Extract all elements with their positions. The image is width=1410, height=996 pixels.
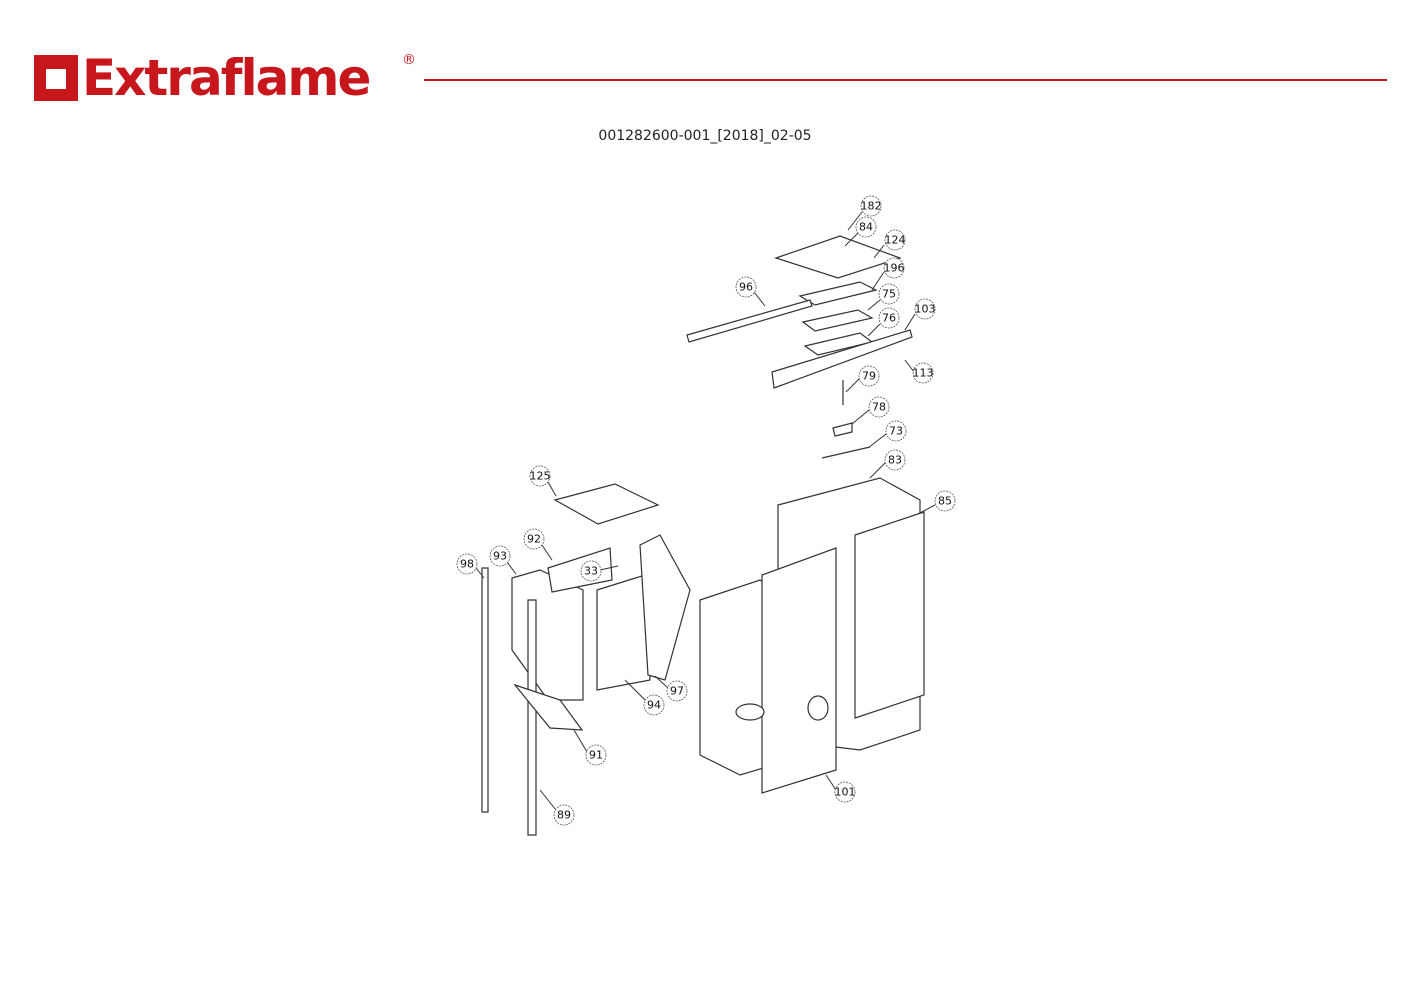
callout: 101 [835,781,856,803]
callout-number: 103 [915,303,936,316]
callout: 96 [735,276,757,298]
callout: 78 [868,396,890,418]
callout-number: 76 [882,312,896,325]
brand-logo: Extraflame [34,49,371,107]
callout-number: 89 [557,809,571,822]
callout-number: 84 [859,221,873,234]
callout: 182 [861,195,882,217]
callout-number: 96 [739,281,753,294]
callout-leaders [475,211,936,811]
registered-mark: ® [402,52,416,68]
callout-number: 113 [913,367,934,380]
callout: 75 [878,283,900,305]
callout-number: 83 [888,454,902,467]
callout: 85 [934,490,956,512]
callout: 94 [643,694,665,716]
parts-drawing [481,235,925,836]
callout-number: 85 [938,495,952,508]
callout: 92 [523,528,545,550]
callout: 89 [553,804,575,826]
callout-number: 92 [527,533,541,546]
callout-number: 33 [584,565,598,578]
callout-number: 73 [889,425,903,438]
callout-number: 75 [882,288,896,301]
brand-name: Extraflame [82,49,371,107]
callout-number: 94 [647,699,661,712]
callout: 93 [489,545,511,567]
callout: 79 [858,365,880,387]
callouts: 182 84 124 196 96 75 103 76 113 79 78 73… [456,195,956,826]
callout: 84 [855,216,877,238]
logo-mark-icon [34,55,78,101]
callout: 103 [915,298,936,320]
callout-number: 78 [872,401,886,414]
callout: 125 [530,465,551,487]
callout-number: 93 [493,550,507,563]
callout: 73 [885,420,907,442]
header-rule [424,79,1387,81]
callout: 76 [878,307,900,329]
callout: 124 [885,229,906,251]
callout-number: 101 [835,786,856,799]
callout: 83 [884,449,906,471]
callout-number: 97 [670,685,684,698]
callout: 91 [585,744,607,766]
document-id: 001282600-001_[2018]_02-05 [598,128,812,144]
callout-number: 98 [460,558,474,571]
callout: 113 [913,362,934,384]
callout-number: 182 [861,200,882,213]
callout: 33 [580,560,602,582]
callout-number: 91 [589,749,603,762]
callout-number: 124 [885,234,906,247]
callout-number: 125 [530,470,551,483]
callout-number: 79 [862,370,876,383]
callout-number: 196 [884,262,905,275]
callout: 196 [884,257,905,279]
callout: 98 [456,553,478,575]
callout: 97 [666,680,688,702]
